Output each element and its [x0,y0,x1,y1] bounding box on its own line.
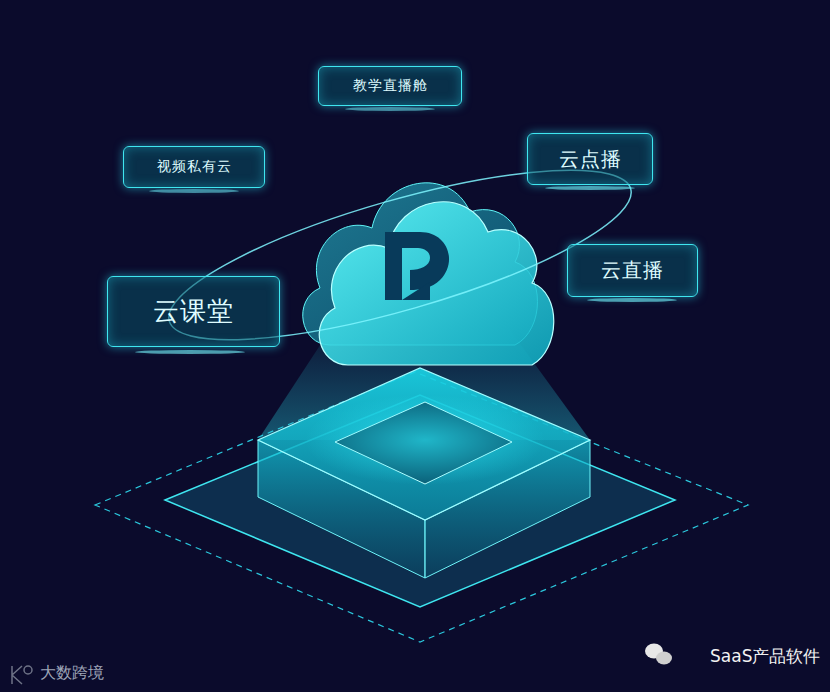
feature-box: 教学直播舱 [318,66,462,106]
feature-label: 云点播 [559,146,622,173]
feature-box: 云直播 [567,244,698,297]
watermark: SaaS产品软件 [710,645,820,668]
feature-box: 云课堂 [107,276,280,347]
feature-label: 云课堂 [153,294,234,329]
feature-label: 视频私有云 [157,158,232,176]
watermark: 大数跨境 [40,663,104,684]
feature-box: 视频私有云 [123,146,265,188]
feature-box: 云点播 [527,133,653,185]
feature-label: 教学直播舱 [353,77,428,95]
feature-label: 云直播 [601,257,664,284]
